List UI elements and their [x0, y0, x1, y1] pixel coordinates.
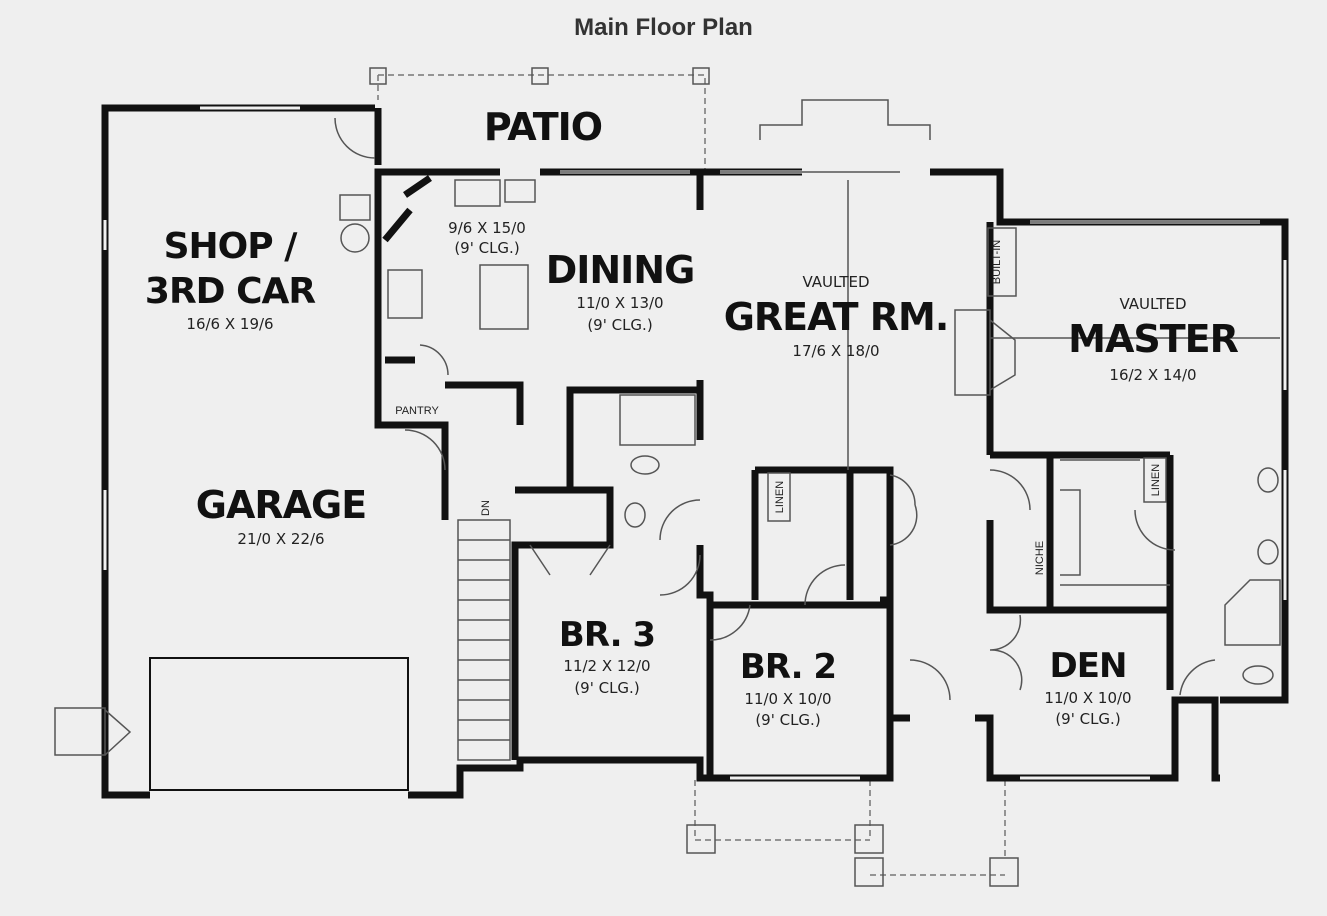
kitchen-ceiling: (9' CLG.) [454, 239, 519, 257]
fixtures [339, 179, 1281, 685]
garage-label: GARAGE [196, 483, 366, 527]
br3-label: BR. 3 [559, 615, 655, 655]
br2-label: BR. 2 [740, 647, 836, 687]
master-note: VAULTED [1119, 295, 1186, 313]
den-size: 11/0 X 10/0 [1044, 689, 1131, 707]
br2-ceiling: (9' CLG.) [755, 711, 820, 729]
linen-br2-label: LINEN [774, 481, 786, 513]
linen-closet-master [1143, 457, 1167, 503]
pantry-label: PANTRY [395, 405, 439, 417]
garage-size: 21/0 X 22/6 [237, 530, 324, 548]
page-title: Main Floor Plan [574, 14, 753, 41]
dining-label: DINING [546, 248, 695, 292]
linen-master-label: LINEN [1150, 464, 1162, 496]
shop-size: 16/6 X 19/6 [186, 315, 273, 333]
interior-walls [382, 175, 1174, 778]
front-porch [686, 780, 1019, 887]
great-room-size: 17/6 X 18/0 [792, 342, 879, 360]
br3-size: 11/2 X 12/0 [563, 657, 650, 675]
dining-ceiling: (9' CLG.) [587, 316, 652, 334]
built-in-cabinet [987, 227, 1017, 297]
patio-label: PATIO [484, 105, 602, 149]
doors [334, 117, 1216, 701]
stairs [457, 519, 511, 761]
shop-label-line2: 3RD CAR [145, 271, 315, 312]
niche-label: NICHE [1034, 541, 1046, 575]
built-in-label: BUILT-IN [991, 240, 1003, 284]
br2-size: 11/0 X 10/0 [744, 690, 831, 708]
master-label: MASTER [1068, 317, 1238, 361]
windows [103, 106, 1287, 780]
kitchen-size: 9/6 X 15/0 [448, 219, 526, 237]
stair-down-label: DN [480, 500, 492, 516]
linen-closet-br2 [767, 472, 791, 522]
great-room-label: GREAT RM. [724, 295, 949, 339]
master-size: 16/2 X 14/0 [1109, 366, 1196, 384]
patio-outline [369, 67, 931, 172]
br3-ceiling: (9' CLG.) [574, 679, 639, 697]
den-ceiling: (9' CLG.) [1055, 710, 1120, 728]
great-room-note: VAULTED [802, 273, 869, 291]
dining-size: 11/0 X 13/0 [576, 294, 663, 312]
den-label: DEN [1050, 646, 1127, 686]
shop-label-line1: SHOP / [164, 226, 299, 267]
garage-door [54, 657, 409, 791]
